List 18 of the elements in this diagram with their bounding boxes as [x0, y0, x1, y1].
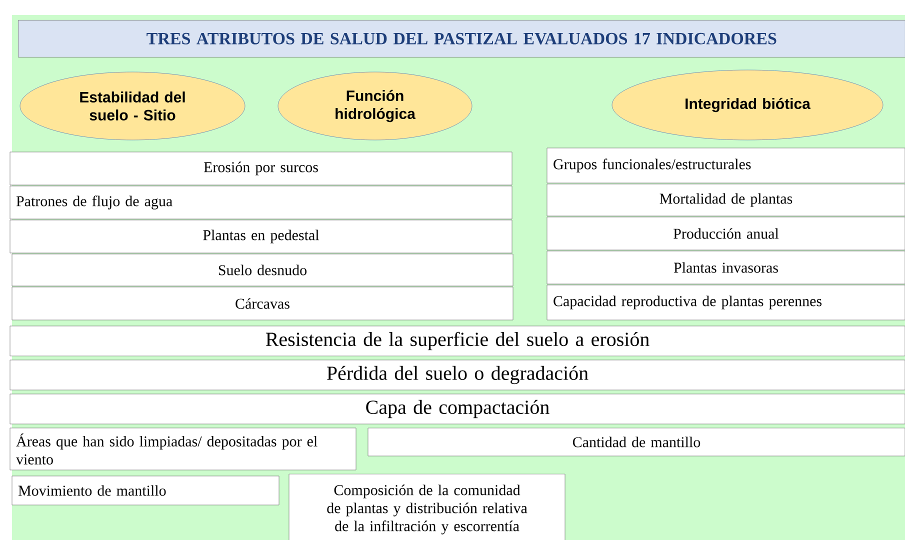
indicator-box: Capacidad reproductiva de plantas perennes — [546, 284, 905, 320]
indicator-box: Cantidad de mantillo — [368, 428, 905, 456]
indicator-box: Mortalidad de plantas — [546, 184, 905, 216]
indicator-box: Grupos funcionales/estructurales — [546, 148, 905, 184]
indicator-box: Erosión por surcos — [10, 152, 512, 186]
indicator-box: Resistencia de la superficie del suelo a erosión — [10, 326, 905, 356]
indicator-box: Capa de compactación — [10, 394, 905, 424]
indicator-box: Pérdida del suelo o degradación — [10, 360, 905, 390]
indicator-box: Movimiento de mantillo — [12, 476, 280, 506]
indicator-box: Composición de la comunidad de plantas y distribución relativa de la infiltración y escorrentía — [288, 474, 566, 540]
indicator-box: Suelo desnudo — [12, 254, 514, 286]
title-banner: TRES ATRIBUTOS DE SALUD DEL PASTIZAL EVALUADOS 17 INDICADORES — [18, 20, 905, 58]
indicator-box: Plantas invasoras — [546, 250, 905, 284]
indicator-box: Producción anual — [546, 216, 905, 250]
indicator-box: Cárcavas — [12, 286, 514, 320]
indicator-box: Áreas que han sido limpiadas/ depositadas por el viento — [10, 428, 356, 470]
indicator-box: Patrones de flujo de agua — [10, 186, 512, 220]
indicator-box: Plantas en pedestal — [10, 220, 512, 254]
